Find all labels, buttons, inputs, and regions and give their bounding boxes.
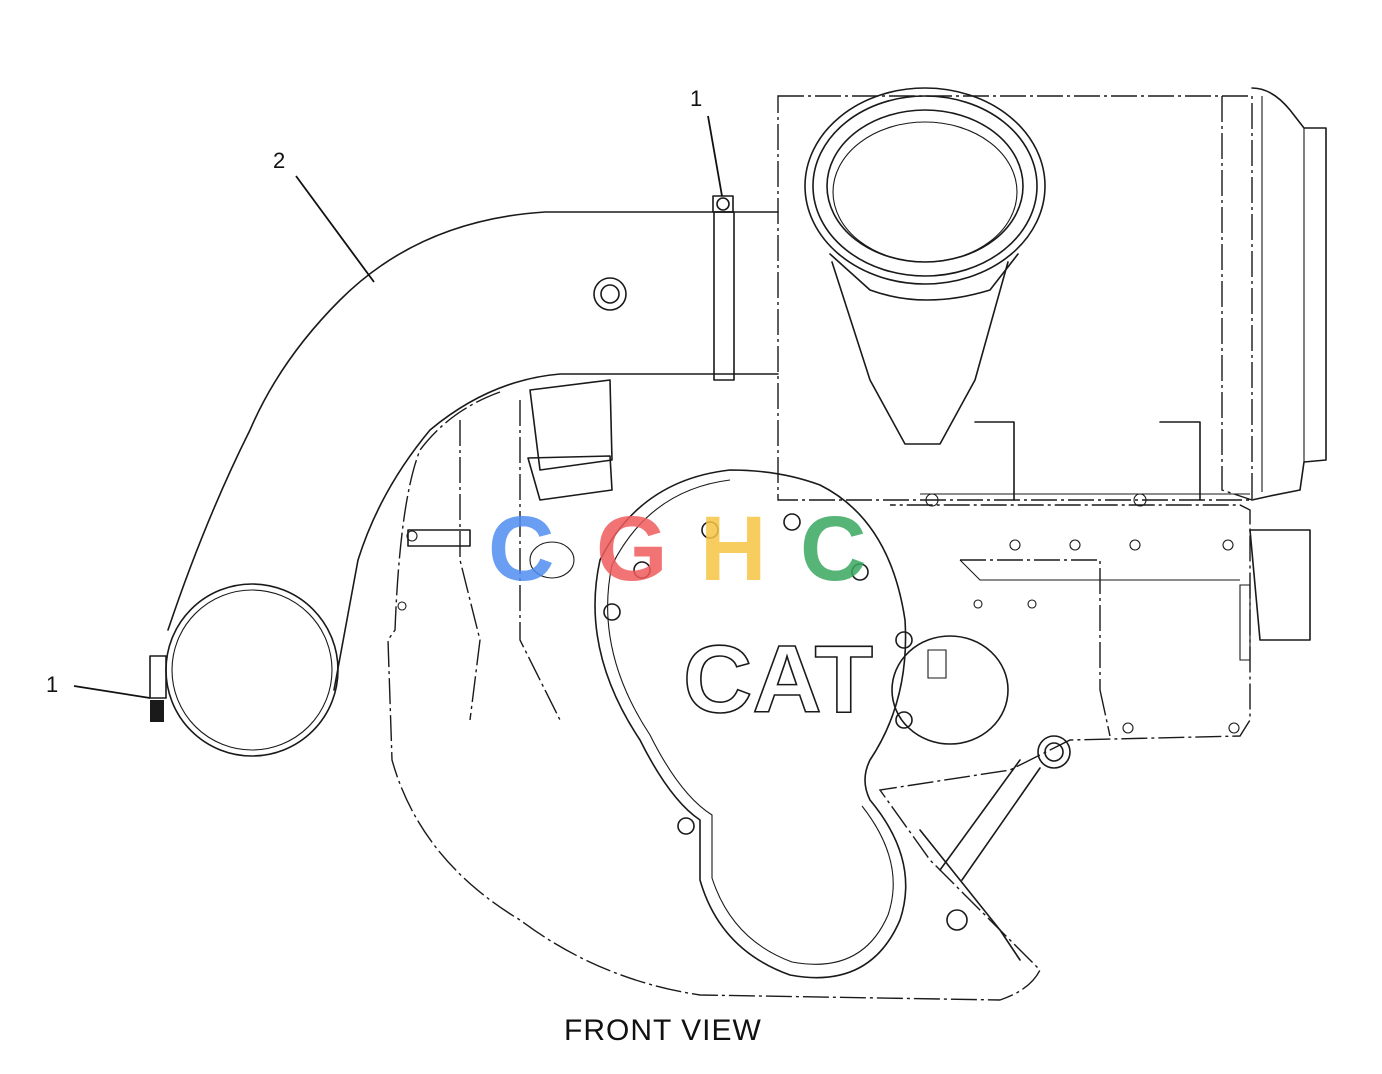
hose-clamp-icon-top <box>712 195 734 213</box>
svg-text:H: H <box>700 498 766 600</box>
timing-gear-cover: CAT <box>594 469 913 979</box>
callout-1-left: 1 <box>46 672 151 699</box>
callout-label: 1 <box>690 86 702 111</box>
svg-text:C: C <box>800 498 866 600</box>
engine-front-cover <box>387 379 1311 1001</box>
callout-label: 1 <box>46 672 58 697</box>
watermark-logo: C G H C <box>488 498 866 600</box>
oil-filter <box>891 635 1009 745</box>
callout-2: 2 <box>273 148 375 283</box>
callout-label: 2 <box>273 148 285 173</box>
svg-text:G: G <box>596 498 668 600</box>
hose-clamp-icon-left <box>149 655 167 722</box>
view-caption: FRONT VIEW <box>564 1014 762 1047</box>
dipstick-tube <box>919 735 1071 961</box>
callout-1-top: 1 <box>690 86 723 197</box>
cat-badge: CAT <box>683 626 873 733</box>
air-cleaner-housing-icon <box>777 87 1327 507</box>
svg-text:C: C <box>488 498 554 600</box>
